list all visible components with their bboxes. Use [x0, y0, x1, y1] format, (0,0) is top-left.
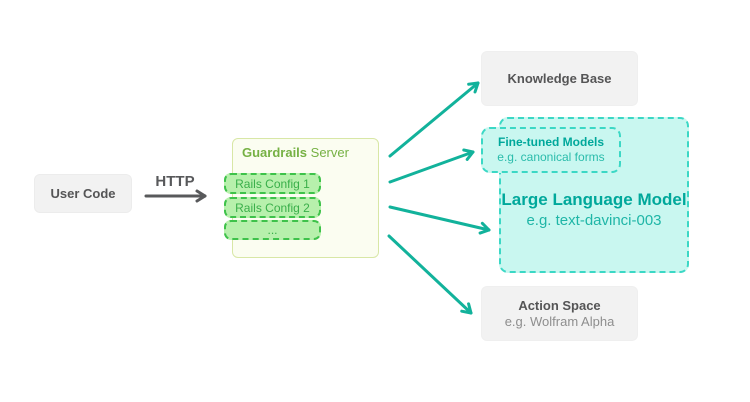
user-code-label: User Code [50, 186, 116, 201]
rails-config-item: Rails Config 2 [224, 197, 321, 218]
arrow-server-to-fine-tuned-models [388, 148, 475, 184]
action-space-box: Action Space e.g. Wolfram Alpha [481, 286, 638, 341]
arrow-server-to-action-space [387, 234, 473, 315]
fine-tuned-models-box: Fine-tuned Models e.g. canonical forms [481, 127, 621, 173]
arrow-server-to-llm [388, 205, 491, 235]
rails-config-label: ... [267, 223, 278, 237]
fine-tuned-models-title: Fine-tuned Models [498, 135, 604, 149]
large-language-model-subtitle: e.g. text-davinci-003 [526, 212, 662, 229]
guardrails-server-title: Guardrails Server [242, 145, 349, 160]
action-space-subtitle: e.g. Wolfram Alpha [504, 313, 615, 329]
fine-tuned-models-subtitle: e.g. canonical forms [497, 150, 605, 164]
rails-config-item: Rails Config 1 [224, 173, 321, 194]
knowledge-base-box: Knowledge Base [481, 51, 638, 106]
user-code-box: User Code [34, 174, 132, 213]
knowledge-base-label: Knowledge Base [507, 71, 612, 86]
rails-config-item: ... [224, 220, 321, 240]
rails-config-label: Rails Config 2 [235, 200, 310, 215]
http-label: HTTP [155, 173, 195, 190]
large-language-model-title: Large Language Model [501, 190, 687, 209]
large-language-model-text: Large Language Model e.g. text-davinci-0… [501, 189, 686, 230]
action-space-title: Action Space [518, 297, 601, 313]
arrow-server-to-knowledge-base [388, 81, 480, 158]
rails-config-label: Rails Config 1 [235, 176, 310, 191]
guardrails-server-title-bold: Guardrails [242, 145, 308, 160]
guardrails-server-box: Guardrails Server Rails Config 1 Rails C… [224, 138, 379, 258]
guardrails-server-title-regular: Server [310, 145, 349, 160]
